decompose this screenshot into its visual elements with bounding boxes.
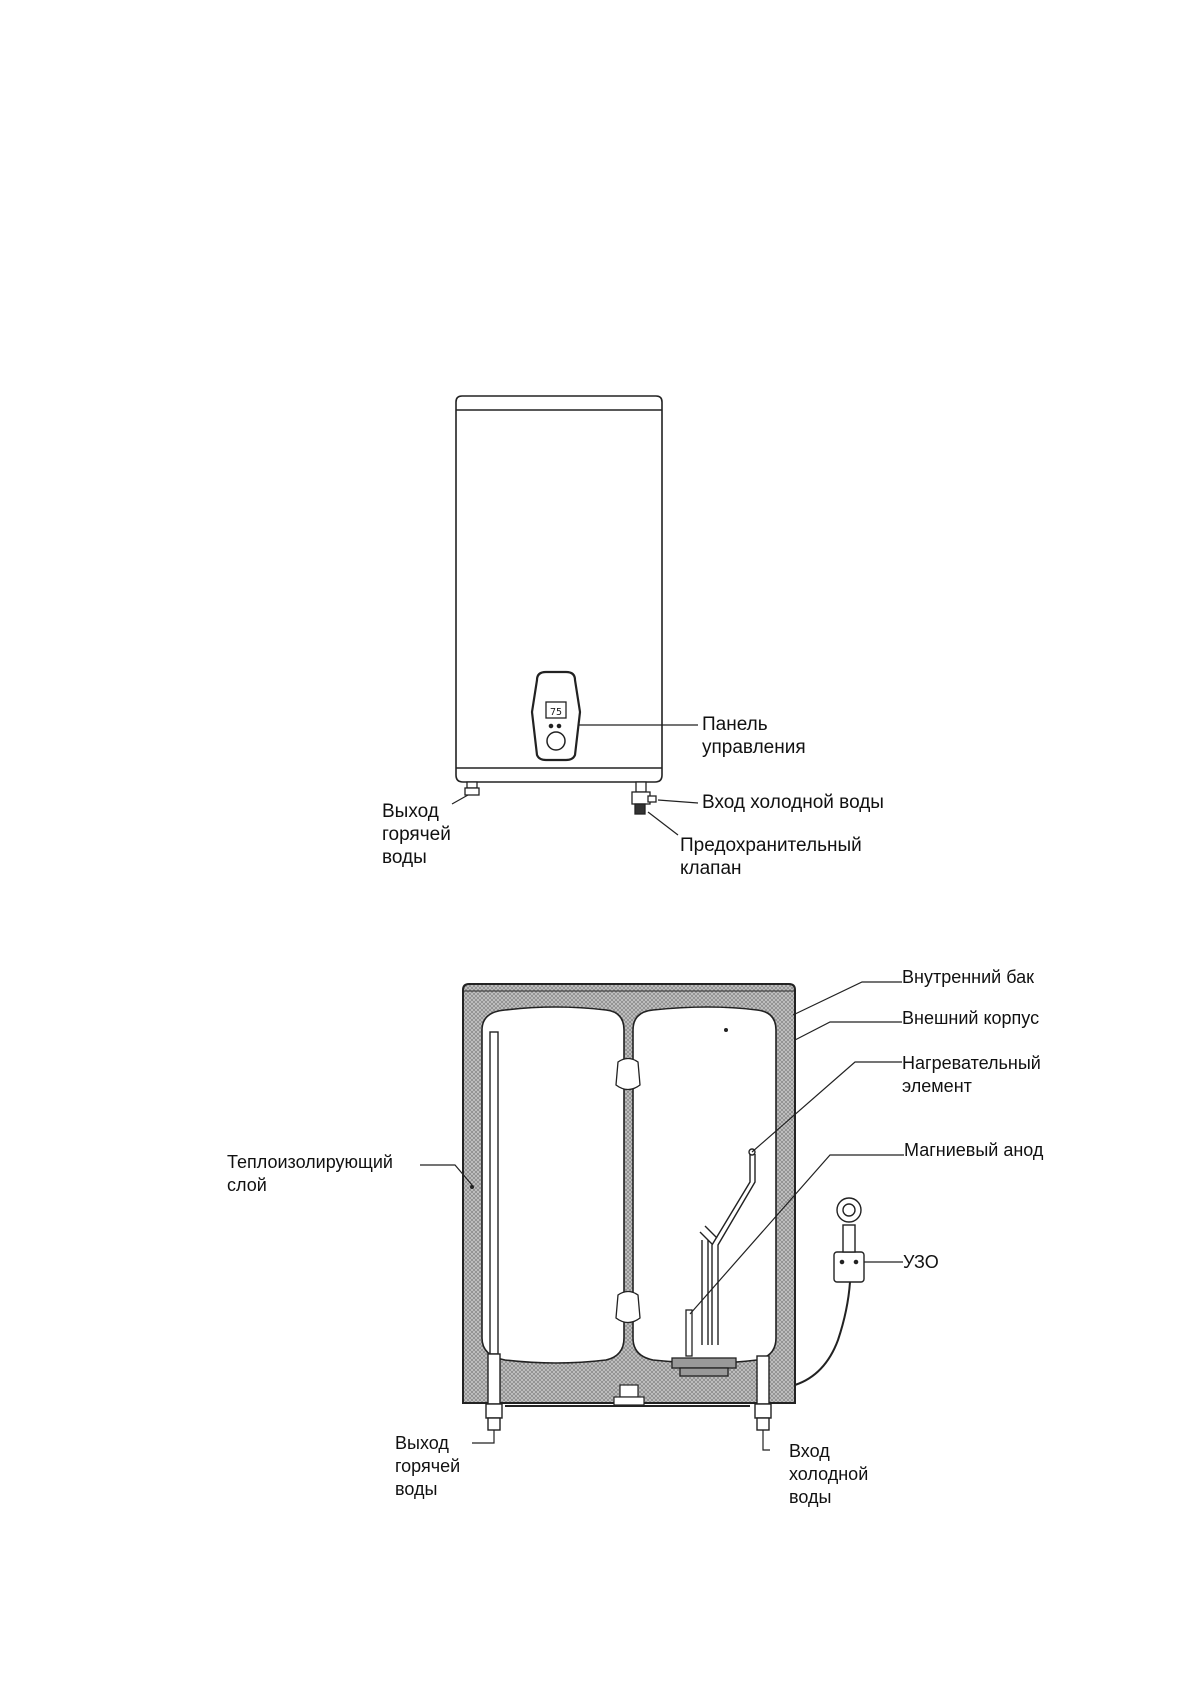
label-heating-element: Нагревательный элемент bbox=[902, 1053, 1041, 1096]
label-insulation-layer: Теплоизолирующий слой bbox=[227, 1152, 393, 1195]
hot-outlet-fitting bbox=[464, 781, 480, 796]
label-hot-water-outlet: Выход горячей воды bbox=[382, 801, 451, 868]
magnesium-anode bbox=[685, 1309, 693, 1357]
cold-inlet-fitting bbox=[631, 781, 657, 815]
leader-lines-fig1 bbox=[451, 724, 699, 836]
indicator-dot bbox=[556, 723, 562, 729]
rcd-device bbox=[794, 1197, 865, 1386]
heating-element bbox=[699, 1148, 756, 1345]
bottom-plate bbox=[505, 1384, 750, 1407]
inner-tank-left bbox=[481, 1006, 625, 1364]
label-inner-tank: Внутренний бак bbox=[902, 967, 1034, 987]
leader-lines-fig2 bbox=[420, 981, 904, 1451]
label-cold-water-inlet: Вход холодной воды bbox=[702, 792, 884, 813]
heater-body bbox=[455, 395, 663, 783]
label-magnesium-anode: Магниевый анод bbox=[904, 1140, 1044, 1160]
control-knob[interactable] bbox=[546, 731, 566, 751]
label-hot-water-outlet-2: Выход горячей воды bbox=[395, 1433, 461, 1499]
label-safety-valve: Предохранительный клапан bbox=[680, 835, 862, 879]
label-control-panel: Панель управления bbox=[702, 714, 806, 758]
flange bbox=[671, 1357, 737, 1377]
label-cold-water-inlet-2: Вход холодной воды bbox=[789, 1441, 869, 1507]
label-outer-casing: Внешний корпус bbox=[902, 1008, 1040, 1028]
indicator-dot bbox=[548, 723, 554, 729]
control-panel-unit bbox=[530, 670, 582, 762]
tank-connector bbox=[615, 1057, 641, 1324]
hot-water-tube bbox=[485, 1031, 503, 1431]
inner-tank-right bbox=[632, 1006, 777, 1364]
cold-water-tube bbox=[754, 1355, 772, 1431]
display-readout: 75 bbox=[550, 707, 562, 718]
control-display bbox=[545, 701, 567, 719]
label-rcd: УЗО bbox=[903, 1252, 939, 1272]
